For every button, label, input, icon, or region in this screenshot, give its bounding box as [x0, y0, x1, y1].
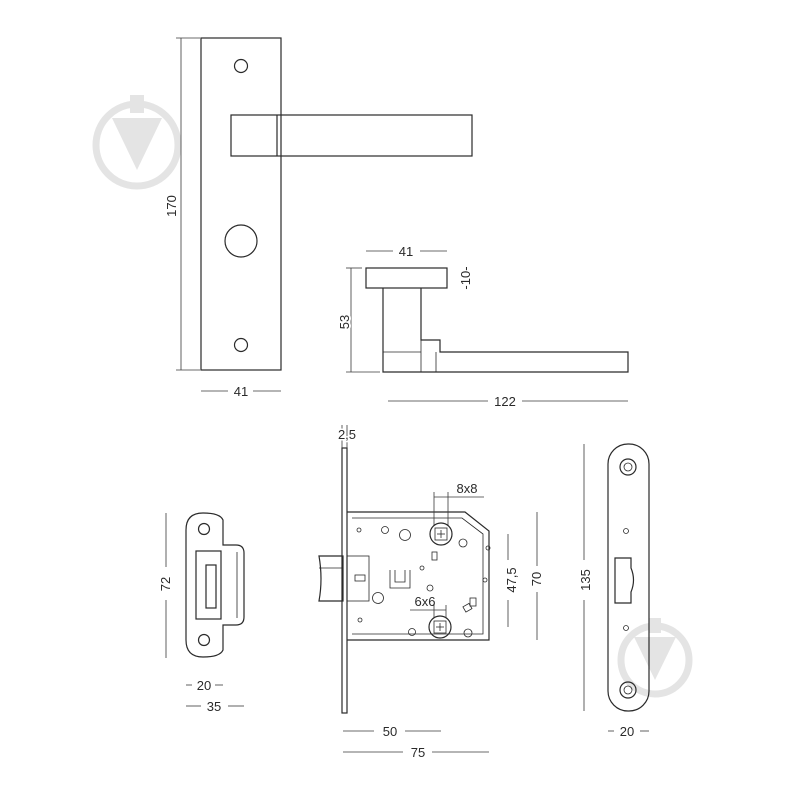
dim-center-distance: 47,5: [504, 534, 519, 627]
dim-label-backset: 50: [383, 724, 397, 739]
dim-label-plate-width: 41: [234, 384, 248, 399]
dim-label-handle-projection: 53: [337, 315, 352, 329]
watermark-logo-icon: [92, 95, 182, 190]
dim-label-faceplate-width: 20: [620, 724, 634, 739]
watermark-logo-icon: [617, 618, 693, 698]
dim-handle-projection: 53: [335, 267, 380, 373]
dim-label-body-height: 70: [529, 572, 544, 586]
dim-strike-widths: 20 35: [186, 678, 244, 714]
dim-plate-height: 170: [164, 37, 200, 371]
lock-body: [318, 447, 491, 714]
dim-spindle-square: 8x8: [433, 481, 484, 525]
dim-label-strike-inner: 20: [197, 678, 211, 693]
dim-key-square: 6x6: [410, 594, 447, 618]
strike-plate: [185, 512, 245, 658]
dim-plate-width: 41: [201, 384, 281, 399]
dim-label-spindle-square: 8x8: [457, 481, 478, 496]
dim-label-rose-thickness: -10-: [458, 266, 473, 289]
dim-label-rose-width: 41: [399, 244, 413, 259]
dim-rose-width: 41: [366, 244, 447, 259]
dim-label-strike-outer: 35: [207, 699, 221, 714]
dim-body-depth: 75: [343, 745, 489, 760]
dim-body-height: 70: [529, 512, 544, 640]
dim-label-strike-height: 72: [158, 577, 173, 591]
faceplate-front: [607, 443, 650, 712]
dim-handle-length: 122: [388, 394, 628, 409]
dim-faceplate-thickness: 2,5: [336, 425, 358, 448]
back-plate-front-view: [200, 37, 473, 371]
dim-label-faceplate-length: 135: [578, 569, 593, 591]
dim-faceplate-length: 135: [578, 444, 593, 711]
dim-label-center-distance: 47,5: [504, 567, 519, 592]
dim-strike-height: 72: [158, 513, 173, 658]
handle-side-view: [365, 267, 629, 373]
dim-label-faceplate-thickness: 2,5: [338, 427, 356, 442]
dim-label-plate-height: 170: [164, 195, 179, 217]
dim-faceplate-width: 20: [608, 724, 649, 739]
dim-label-body-depth: 75: [411, 745, 425, 760]
dim-label-key-square: 6x6: [415, 594, 436, 609]
dim-backset: 50: [343, 724, 441, 739]
dim-label-handle-length: 122: [494, 394, 516, 409]
